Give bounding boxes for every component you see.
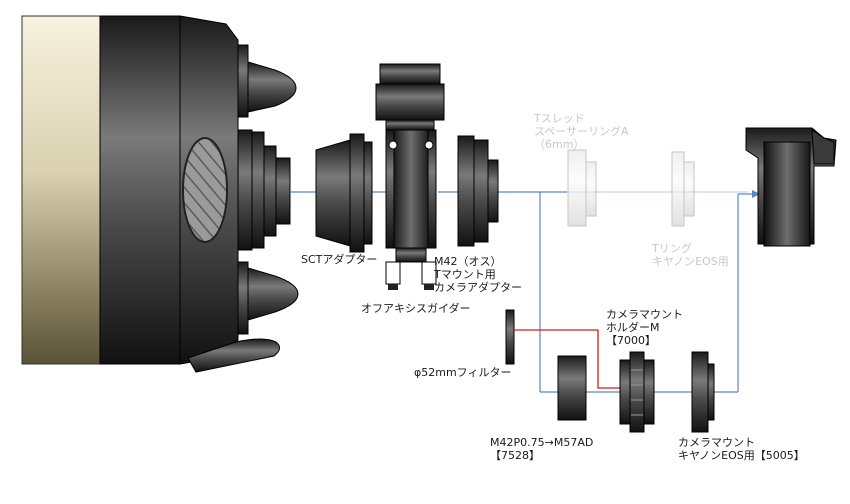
arrow-head-icon: [752, 190, 760, 198]
filter-52mm: [505, 309, 515, 365]
label-filter: φ52mmフィルター: [414, 366, 512, 379]
label-holder-m: カメラマウント ホルダーM 【7000】: [606, 308, 683, 347]
eos-camera-mount: [691, 351, 715, 433]
camera-body: [745, 127, 837, 247]
rear-cell-icon: [182, 137, 228, 243]
label-m57ad: M42P0.75→M57AD 【7528】: [490, 436, 594, 462]
screw-icon: [388, 140, 398, 150]
sct-adapter: [315, 133, 373, 253]
m57-adapter: [557, 355, 587, 421]
label-offaxis-guider: オフアキシスガイダー: [361, 302, 471, 315]
label-eos-mount: カメラマウント キヤノンEOS用【5005】: [678, 436, 805, 462]
screw-icon: [424, 140, 434, 150]
label-sct-adapter: SCTアダプター: [301, 253, 378, 266]
label-t-spacer: Tスレッド スペーサーリングA （6mm）: [534, 112, 629, 151]
camera-mount-holder: [619, 351, 655, 433]
telescope: [21, 15, 299, 373]
t-spacer-ring: [567, 149, 597, 227]
t-ring: [671, 151, 695, 227]
filter-link-line: [514, 329, 630, 389]
m42-t-adapter: [457, 135, 499, 247]
offaxis-guider: [375, 63, 445, 290]
label-t-ring: Tリング キヤノンEOS用: [652, 242, 729, 268]
label-m42-adapter: M42（オス） Tマウント用 カメラアダプター: [434, 255, 522, 294]
